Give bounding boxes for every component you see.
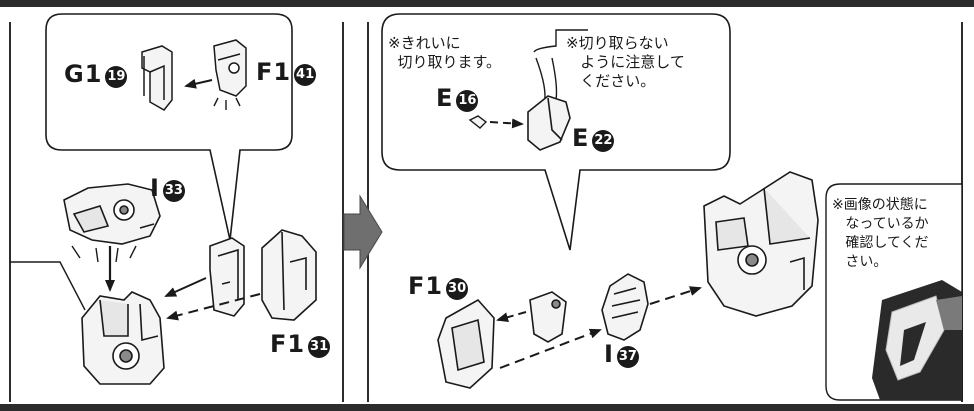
- arrow-f1-41-to-g1: [184, 78, 213, 89]
- label-e16-num: 16: [456, 90, 479, 112]
- runner-line-1: [533, 29, 588, 53]
- note-check-state: ※画像の状態に なっているか 確認してくだ さい。: [832, 197, 929, 270]
- label-i-37-num: 37: [616, 346, 639, 368]
- label-i-33-id: I: [150, 174, 160, 202]
- arrow-i-37-to-torso: [649, 286, 702, 305]
- label-f1-31-id: F1: [270, 330, 306, 358]
- part-f1-31: [261, 229, 317, 321]
- runner-line-3: [551, 57, 558, 101]
- part-f1-30: [437, 298, 495, 389]
- label-e22-id: E: [572, 124, 590, 152]
- part-i-37: [601, 273, 649, 341]
- label-g1-19-num: 19: [105, 66, 128, 88]
- label-f1-41-num: 41: [294, 64, 317, 86]
- part-e16: [468, 115, 488, 129]
- label-i-37-id: I: [604, 340, 614, 368]
- arrow-e16-to-e22: [489, 118, 524, 129]
- part-i-33: [63, 183, 161, 245]
- top-border: [0, 0, 974, 7]
- note-cut-cleanly: ※きれいに 切り取ります。: [388, 34, 502, 71]
- next-step-arrow: [343, 194, 383, 270]
- part-clip-assembly: [209, 237, 245, 317]
- note-do-not-cut: ※切り取らない ように注意して ください。: [566, 34, 685, 90]
- part-g1-19: [141, 45, 173, 111]
- label-f1-31-num: 31: [308, 336, 331, 358]
- part-base-body: [81, 291, 165, 385]
- part-middle-piece: [529, 291, 567, 343]
- panel1-corner-line: [10, 261, 86, 311]
- part-torso-assembly: [703, 171, 819, 317]
- cut-marks-1: [213, 97, 241, 110]
- label-e16-id: E: [436, 84, 454, 112]
- label-e22-num: 22: [592, 130, 615, 152]
- label-f1-30-num: 30: [446, 278, 469, 300]
- arrow-middle-to-f1-30: [496, 311, 527, 323]
- label-f1-30-id: F1: [408, 272, 444, 300]
- bottom-border: [0, 404, 974, 411]
- arrow-to-i-37: [499, 328, 602, 369]
- arrow-clip-to-body: [164, 277, 207, 297]
- label-i-33-num: 33: [162, 180, 185, 202]
- inset-photo-panel: [825, 183, 963, 401]
- part-e22: [527, 95, 571, 151]
- cut-marks-2: [71, 245, 137, 263]
- label-g1-19-id: G1: [64, 60, 103, 88]
- part-f1-41: [213, 39, 247, 97]
- label-f1-41-id: F1: [256, 58, 292, 86]
